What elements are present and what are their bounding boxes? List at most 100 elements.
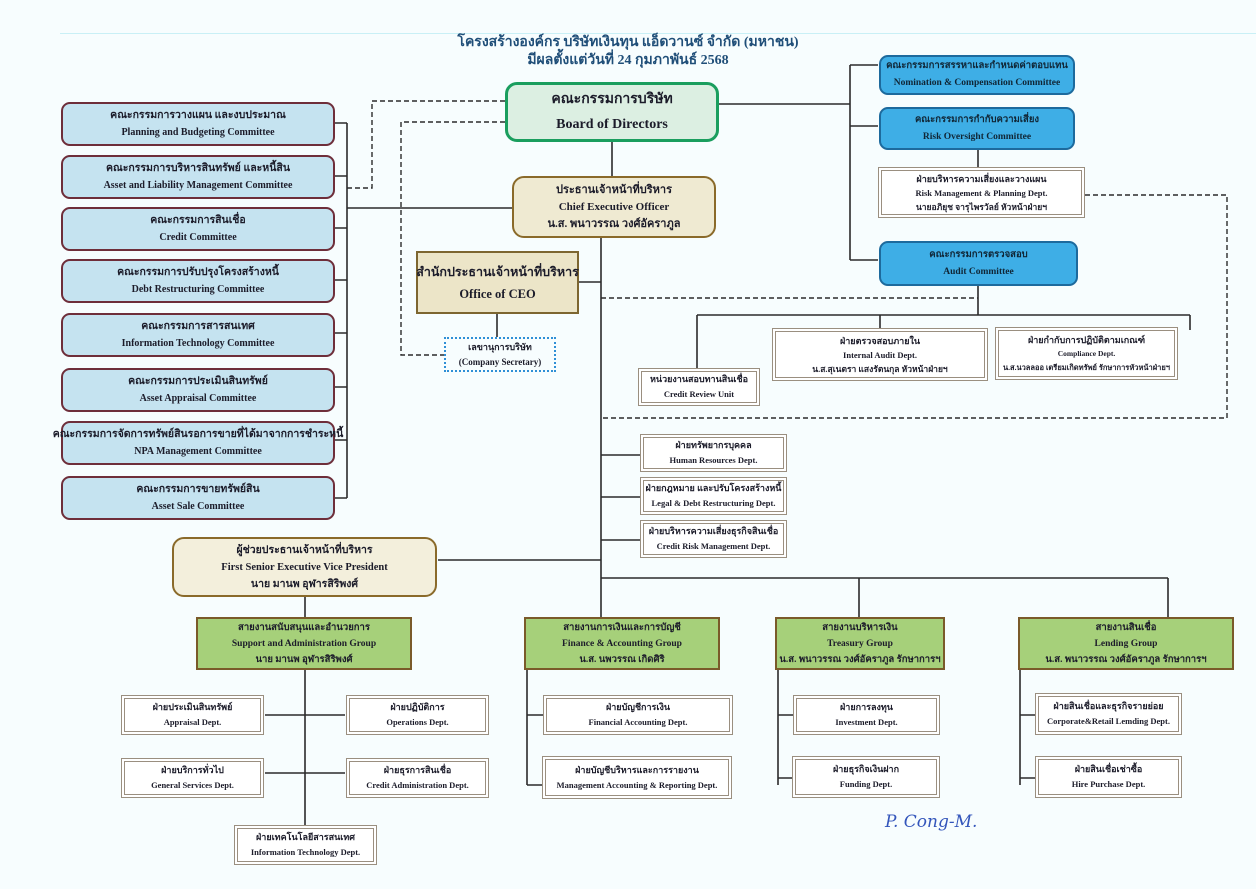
ceo-th: ประธานเจ้าหน้าที่บริหาร: [555, 183, 672, 196]
dept-internal-audit[interactable]: ฝ่ายตรวจสอบภายใน Internal Audit Dept. น.…: [772, 328, 988, 381]
ceo-en: Chief Executive Officer: [558, 200, 670, 213]
connector-groups-bus: [601, 577, 1169, 618]
connector-right-committees: [849, 64, 878, 261]
board-th: คณะกรรมการบริษัท: [551, 92, 673, 107]
dept-appraisal[interactable]: ฝ่ายประเมินสินทรัพย์ Appraisal Dept.: [121, 695, 264, 735]
ceo-box[interactable]: ประธานเจ้าหน้าที่บริหาร Chief Executive …: [512, 176, 716, 238]
group-th: สายงานสินเชื่อ: [1095, 622, 1157, 633]
committee-debt-restructuring[interactable]: คณะกรรมการปรับปรุงโครงสร้างหนี้ Debt Res…: [61, 259, 335, 303]
dept-th: ฝ่ายการลงทุน: [840, 702, 893, 712]
dept-th: หน่วยงานสอบทานสินเชื่อ: [650, 374, 748, 384]
dept-th: ฝ่ายบัญชีบริหารและการรายงาน: [575, 764, 699, 775]
office-en: Office of CEO: [459, 286, 536, 301]
dept-th: ฝ่ายธุรกิจเงินฝาก: [832, 764, 900, 774]
dept-en: Operations Dept.: [386, 717, 449, 727]
group-head: นาย มานพ อุฬารสิริพงศ์: [255, 654, 353, 665]
committee-asset-sale[interactable]: คณะกรรมการขายทรัพย์สิน Asset Sale Commit…: [61, 476, 335, 520]
dept-en: Management Accounting & Reporting Dept.: [556, 779, 718, 790]
dept-en: Internal Audit Dept.: [843, 349, 917, 360]
unit-credit-review[interactable]: หน่วยงานสอบทานสินเชื่อ Credit Review Uni…: [638, 368, 760, 406]
group-lending[interactable]: สายงานสินเชื่อ Lending Group น.ส. พนาวรร…: [1018, 617, 1234, 670]
dept-management-accounting-reporting[interactable]: ฝ่ายบัญชีบริหารและการรายงาน Management A…: [542, 756, 732, 799]
dept-th: ฝ่ายเทคโนโลยีสารสนเทศ: [256, 832, 355, 842]
dept-operations[interactable]: ฝ่ายปฏิบัติการ Operations Dept.: [346, 695, 489, 735]
dept-general-services[interactable]: ฝ่ายบริการทั่วไป General Services Dept.: [121, 758, 264, 798]
dept-compliance[interactable]: ฝ่ายกำกับการปฏิบัติตามเกณฑ์ Compliance D…: [995, 327, 1178, 380]
group-th: สายงานสนับสนุนและอำนวยการ: [238, 622, 370, 633]
committee-en: Asset and Liability Management Committee: [103, 180, 293, 191]
dept-investment[interactable]: ฝ่ายการลงทุน Investment Dept.: [793, 695, 940, 735]
dept-head: นายอภิยุช จารุไพรวัลย์ หัวหน้าฝ่ายฯ: [915, 201, 1048, 212]
fsevp-box[interactable]: ผู้ช่วยประธานเจ้าหน้าที่บริหาร First Sen…: [172, 537, 437, 597]
dept-en: Investment Dept.: [835, 717, 898, 727]
group-treasury[interactable]: สายงานบริหารเงิน Treasury Group น.ส. พนา…: [775, 617, 945, 670]
committee-risk-oversight[interactable]: คณะกรรมการกำกับความเสี่ยง Risk Oversight…: [879, 107, 1075, 150]
committee-th: คณะกรรมการตรวจสอบ: [929, 249, 1028, 260]
connector-ceo-depts: [601, 454, 640, 541]
page-title: โครงสร้างองค์กร บริษัทเงินทุน แอ็ดวานซ์ …: [457, 35, 799, 50]
group-head: น.ส. พนาวรรณ วงศ์อัคราภูล รักษาการฯ: [1045, 654, 1207, 665]
effective-date: มีผลตั้งแต่วันที่ 24 กุมภาพันธ์ 2568: [527, 53, 729, 68]
committee-planning-budgeting[interactable]: คณะกรรมการวางแผน และงบประมาณ Planning an…: [61, 102, 335, 146]
dept-th: ฝ่ายสินเชื่อและธุรกิจรายย่อย: [1053, 701, 1164, 711]
dept-credit-risk-management[interactable]: ฝ่ายบริหารความเสี่ยงธุรกิจสินเชื่อ Credi…: [640, 520, 787, 558]
committee-en: Debt Restructuring Committee: [131, 284, 265, 295]
group-en: Finance & Accounting Group: [562, 638, 682, 649]
dept-human-resources[interactable]: ฝ่ายทรัพยากรบุคคล Human Resources Dept.: [640, 434, 787, 472]
dept-legal-debt-restructuring[interactable]: ฝ่ายกฎหมาย และปรับโครงสร้างหนี้ Legal & …: [640, 477, 787, 515]
dept-th: ฝ่ายธุรการสินเชื่อ: [383, 765, 452, 775]
dept-en: Information Technology Dept.: [250, 847, 361, 857]
committee-th: คณะกรรมการสรรหาและกำหนดค่าตอบแทน: [886, 61, 1068, 71]
dept-funding[interactable]: ฝ่ายธุรกิจเงินฝาก Funding Dept.: [792, 756, 940, 798]
dept-en: Financial Accounting Dept.: [588, 717, 688, 727]
dept-credit-administration[interactable]: ฝ่ายธุรการสินเชื่อ Credit Administration…: [346, 758, 489, 798]
group-head: น.ส. นพวรรณ เกิดศิริ: [579, 654, 665, 665]
committee-asset-appraisal[interactable]: คณะกรรมการประเมินสินทรัพย์ Asset Apprais…: [61, 368, 335, 412]
board-of-directors-box[interactable]: คณะกรรมการบริษัท Board of Directors: [505, 82, 719, 142]
group-en: Treasury Group: [827, 638, 893, 649]
dept-th: ฝ่ายกำกับการปฏิบัติตามเกณฑ์: [1027, 334, 1146, 345]
dept-th: ฝ่ายบัญชีการเงิน: [605, 702, 671, 712]
group-th: สายงานบริหารเงิน: [822, 622, 898, 633]
dept-risk-management-planning[interactable]: ฝ่ายบริหารความเสี่ยงและวางแผน Risk Manag…: [878, 167, 1085, 218]
committee-en: Audit Committee: [943, 266, 1014, 277]
dashed-board-alco: [347, 100, 505, 189]
dept-th: ฝ่ายบริหารความเสี่ยงและวางแผน: [916, 173, 1047, 184]
dept-th: ฝ่ายกฎหมาย และปรับโครงสร้างหนี้: [645, 483, 782, 493]
committee-npa[interactable]: คณะกรรมการจัดการทรัพย์สินรอการขายที่ได้ม…: [53, 421, 343, 465]
dept-en: General Services Dept.: [151, 780, 234, 790]
committee-th: คณะกรรมการปรับปรุงโครงสร้างหนี้: [117, 267, 279, 278]
group-head: น.ส. พนาวรรณ วงศ์อัคราภูล รักษาการฯ: [779, 654, 941, 665]
dept-financial-accounting[interactable]: ฝ่ายบัญชีการเงิน Financial Accounting De…: [543, 695, 733, 735]
header-rule: [60, 33, 1256, 34]
committee-nomination-compensation[interactable]: คณะกรรมการสรรหาและกำหนดค่าตอบแทน Nominat…: [879, 55, 1075, 95]
dept-en: Funding Dept.: [839, 779, 893, 789]
committee-credit[interactable]: คณะกรรมการสินเชื่อ Credit Committee: [61, 207, 335, 251]
office-of-ceo-box[interactable]: สำนักประธานเจ้าหน้าที่บริหาร Office of C…: [416, 251, 579, 314]
committee-en: Credit Committee: [159, 232, 237, 243]
committee-it[interactable]: คณะกรรมการสารสนเทศ Information Technolog…: [61, 313, 335, 357]
committee-th: คณะกรรมการวางแผน และงบประมาณ: [110, 110, 286, 121]
dept-en: Compliance Dept.: [1057, 348, 1116, 358]
dept-head: น.ส.สุเนตรา แสงรัตนกุล หัวหน้าฝ่ายฯ: [812, 363, 948, 374]
dept-information-technology[interactable]: ฝ่ายเทคโนโลยีสารสนเทศ Information Techno…: [234, 825, 377, 865]
committee-alco[interactable]: คณะกรรมการบริหารสินทรัพย์ และหนี้สิน Ass…: [61, 155, 335, 199]
connector-support-depts: [265, 714, 345, 774]
committee-th: คณะกรรมการกำกับความเสี่ยง: [914, 114, 1040, 125]
dept-corporate-retail-lending[interactable]: ฝ่ายสินเชื่อและธุรกิจรายย่อย Corporate&R…: [1035, 693, 1182, 735]
committee-th: คณะกรรมการขายทรัพย์สิน: [136, 484, 260, 495]
dept-head: น.ส.นวลลออ เตรียมเกิดทรัพย์ รักษาการหัวห…: [1003, 362, 1170, 372]
dept-hire-purchase[interactable]: ฝ่ายสินเชื่อเช่าซื้อ Hire Purchase Dept.: [1035, 756, 1182, 798]
dept-en: Human Resources Dept.: [669, 455, 758, 465]
committee-en: NPA Management Committee: [134, 446, 262, 457]
signature: P. Cong-M.: [885, 812, 978, 832]
committee-audit[interactable]: คณะกรรมการตรวจสอบ Audit Committee: [879, 241, 1078, 286]
dept-en: Credit Risk Management Dept.: [656, 541, 771, 551]
committee-th: คณะกรรมการสินเชื่อ: [150, 215, 246, 226]
secretary-en: (Company Secretary): [458, 356, 542, 367]
group-en: Lending Group: [1094, 638, 1158, 649]
group-finance-accounting[interactable]: สายงานการเงินและการบัญชี Finance & Accou…: [524, 617, 720, 670]
group-support-administration[interactable]: สายงานสนับสนุนและอำนวยการ Support and Ad…: [196, 617, 412, 670]
company-secretary-box[interactable]: เลขานุการบริษัท (Company Secretary): [444, 337, 556, 372]
fsevp-th: ผู้ช่วยประธานเจ้าหน้าที่บริหาร: [236, 544, 373, 556]
